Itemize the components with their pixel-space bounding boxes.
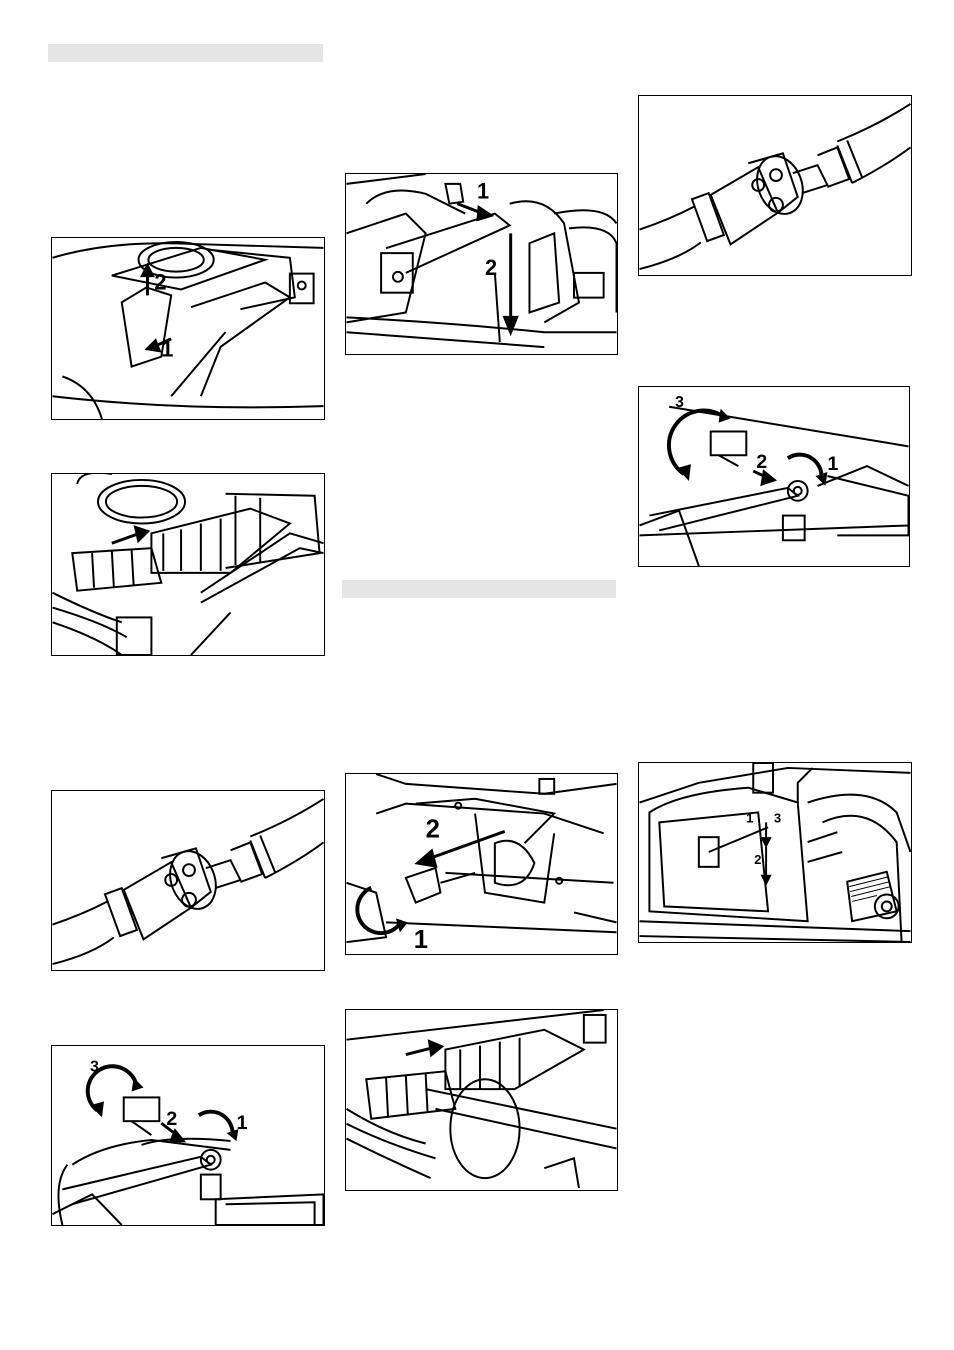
hose-coupling-2-illustration [639,96,911,275]
hose-coupling-illustration [52,791,324,970]
figure-filter-cover: 2 1 [51,237,325,420]
callout-2: 2 [426,815,440,843]
section-header-bar-middle [342,580,616,598]
callout-2: 2 [485,255,497,280]
filter-cover-illustration: 2 1 [52,238,324,419]
section-header-bar-left [48,44,323,62]
callout-1: 1 [827,453,838,475]
callout-1: 1 [477,179,489,204]
lever-insertion-illustration: 1 2 [346,174,617,354]
callout-2: 2 [154,269,166,294]
figure-screw-removal: 2 1 [345,773,618,955]
figure-hose-coupling-2 [638,95,912,276]
plug-connector-2-illustration [346,1010,617,1190]
lever-mechanism-2-illustration: 3 2 1 [639,387,909,566]
machine-overview-illustration: 1 3 2 [639,763,911,942]
callout-3: 3 [774,810,781,825]
callout-1: 1 [161,337,173,362]
callout-1: 1 [414,926,428,954]
figure-hose-coupling [51,790,325,971]
lever-mechanism-illustration: 3 2 1 [52,1046,324,1225]
figure-lever-mechanism: 3 2 1 [51,1045,325,1226]
figure-plug-connector-2 [345,1009,618,1191]
callout-2: 2 [166,1108,177,1130]
callout-3: 3 [675,394,684,411]
callout-2: 2 [754,852,761,867]
callout-1: 1 [236,1112,247,1134]
plug-connector-illustration [52,474,324,655]
callout-1: 1 [746,810,753,825]
callout-3: 3 [90,1059,99,1076]
figure-lever-insertion: 1 2 [345,173,618,355]
figure-machine-overview: 1 3 2 [638,762,912,943]
figure-lever-mechanism-2: 3 2 1 [638,386,910,567]
callout-2: 2 [756,451,767,473]
figure-plug-connector [51,473,325,656]
screw-removal-illustration: 2 1 [346,774,617,954]
